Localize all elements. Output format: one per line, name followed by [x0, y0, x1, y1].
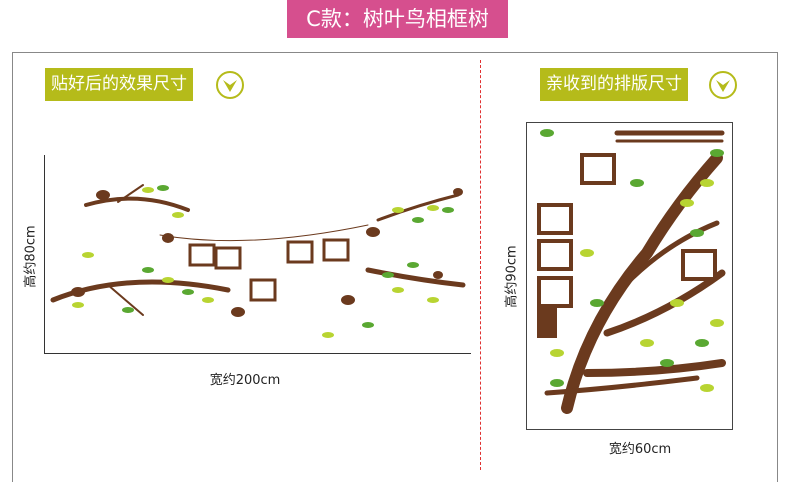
- right-width-dimension: 宽约60cm: [608, 442, 672, 457]
- left-section-label: 贴好后的效果尺寸: [45, 68, 193, 101]
- height-axis: [44, 155, 45, 354]
- chevron-down-icon: [709, 71, 737, 99]
- right-height-dimension: 高约90cm: [504, 245, 520, 308]
- chevron-down-icon: [216, 71, 244, 99]
- tree-wall-sticker-preview: [50, 184, 466, 338]
- width-axis: [44, 353, 471, 354]
- content-frame: [12, 52, 778, 482]
- right-section-label: 亲收到的排版尺寸: [540, 68, 688, 101]
- left-width-dimension: 宽约200cm: [209, 373, 281, 388]
- title-banner: C款：树叶鸟相框树: [287, 0, 508, 38]
- sticker-sheet: [526, 122, 733, 430]
- divider: [480, 60, 481, 470]
- left-height-dimension: 高约80cm: [23, 225, 39, 288]
